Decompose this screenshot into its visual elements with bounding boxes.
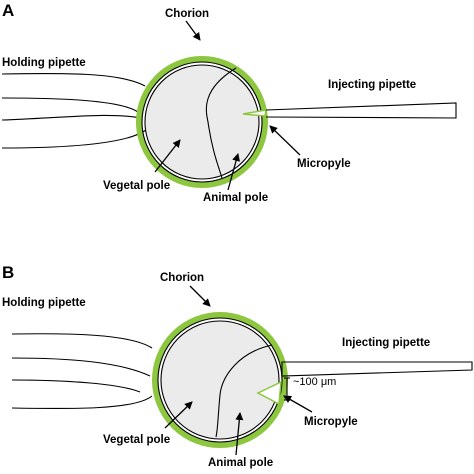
injecting-pipette-label-b: Injecting pipette	[342, 337, 430, 349]
vegetal-pole-label-b: Vegetal pole	[103, 434, 170, 446]
micropyle-a	[242, 109, 267, 117]
chorion-label-a: Chorion	[165, 8, 209, 20]
animal-pole-label-a: Animal pole	[203, 192, 268, 204]
panel-b: B Chorion Holding pipette Injecting pipe…	[2, 263, 473, 469]
injecting-pipette-b	[281, 361, 473, 377]
panel-a: A Chorion Holding pipette Injecting pipe…	[1, 1, 457, 204]
arrow-vegetal-a	[154, 139, 181, 173]
scale-label-b: ~100 μm	[293, 376, 336, 388]
injecting-pipette-a	[265, 102, 457, 119]
panel-letter-b: B	[2, 263, 14, 282]
egg-yolk-a	[144, 64, 260, 180]
holding-pipette-label-a: Holding pipette	[2, 57, 86, 69]
holding-pipette-label-b: Holding pipette	[2, 297, 86, 309]
arrow-chorion-a	[185, 20, 201, 41]
chorion-membrane-b	[157, 317, 283, 443]
micropyle-label-b: Micropyle	[304, 416, 358, 428]
chorion-b	[152, 312, 288, 448]
chorion-membrane-a	[141, 61, 263, 183]
injecting-pipette-label-a: Injecting pipette	[328, 79, 416, 91]
micropyle-b	[256, 380, 282, 406]
holding-pipette-b	[11, 333, 153, 410]
animal-pole-label-b: Animal pole	[208, 457, 273, 469]
arrow-micropyle-b	[283, 395, 313, 413]
arrow-animal-a	[227, 153, 240, 191]
animal-pole-boundary-b	[215, 344, 273, 438]
animal-pole-boundary-a	[205, 67, 237, 179]
chorion-label-b: Chorion	[160, 272, 204, 284]
holding-pipette-a	[1, 72, 147, 149]
vegetal-pole-label-a: Vegetal pole	[103, 180, 170, 192]
chorion-a	[136, 56, 268, 188]
egg-yolk-b	[160, 320, 280, 440]
arrow-vegetal-b	[164, 401, 193, 429]
arrow-micropyle-a	[269, 125, 301, 156]
arrow-chorion-b	[189, 285, 211, 307]
panel-letter-a: A	[2, 1, 14, 20]
arrow-animal-b	[235, 412, 244, 456]
micropyle-label-a: Micropyle	[297, 158, 351, 170]
